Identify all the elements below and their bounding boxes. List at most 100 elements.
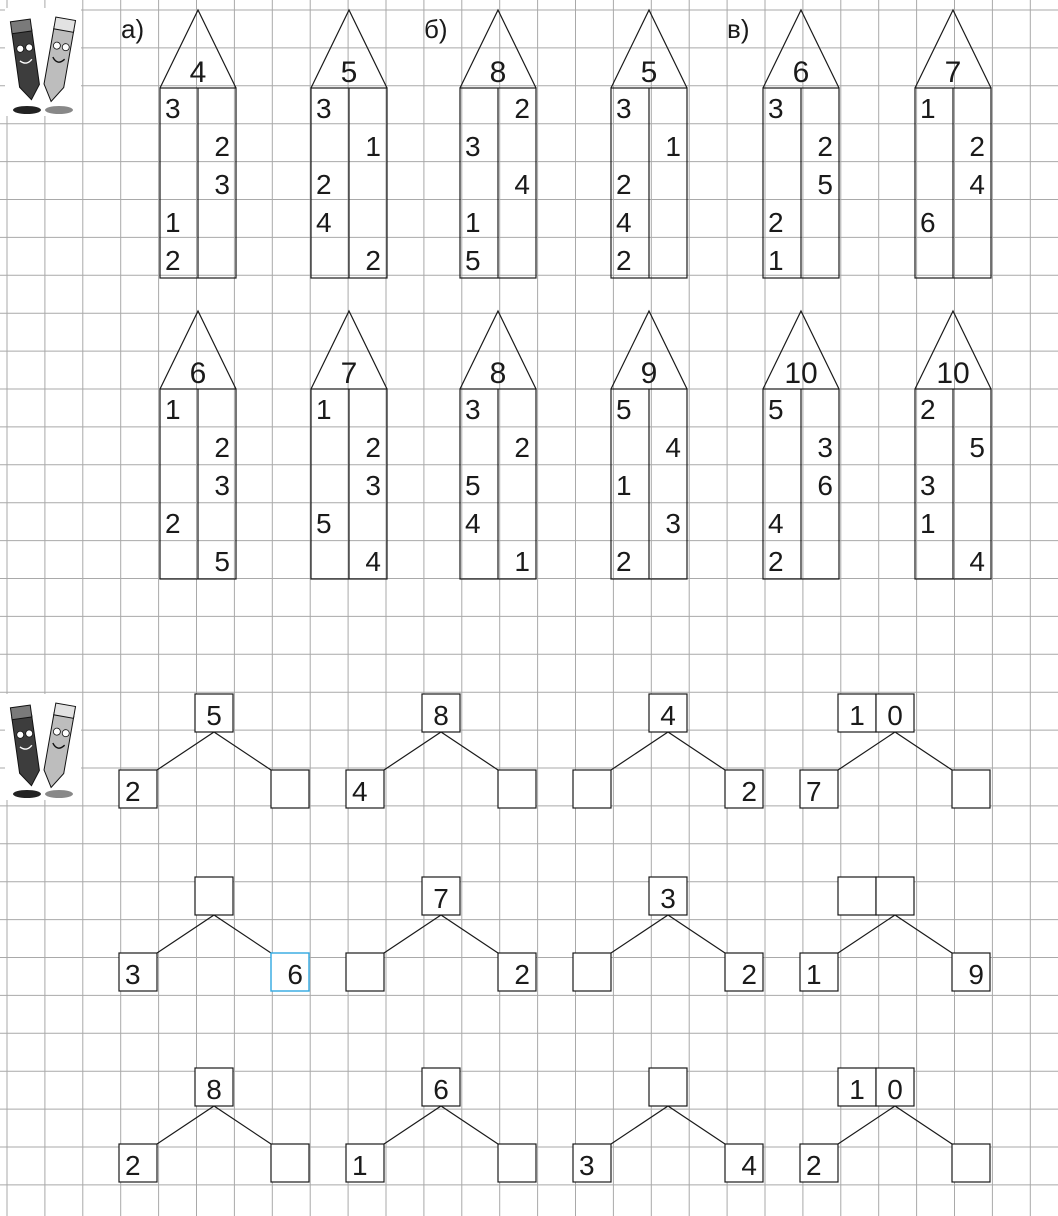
house-cell-right[interactable]: 5 [969,432,985,463]
house-roof-number: 10 [784,357,817,390]
bond-whole-value: 4 [660,700,676,731]
house-cell-right[interactable]: 5 [214,546,230,577]
bond-lines [157,915,271,953]
house-cell-right[interactable]: 2 [214,432,230,463]
house-roof-number: 4 [190,56,207,89]
house-cell-left[interactable]: 2 [165,508,181,539]
bond-whole-box[interactable] [876,877,914,915]
bond-right-value: 2 [741,959,757,990]
house-cell-left[interactable]: 1 [920,93,936,124]
number-bond: 72 [346,877,536,991]
bond-lines [838,915,952,953]
house-roof-number: 8 [490,56,507,89]
bond-whole-value: 6 [433,1074,449,1105]
house-cell-left[interactable]: 4 [616,207,632,238]
house-cell-left[interactable]: 3 [465,394,481,425]
house-cell-left[interactable]: 2 [616,169,632,200]
house-cell-left[interactable]: 4 [768,508,784,539]
bond-lines [838,1106,952,1144]
house-cell-right[interactable]: 5 [817,169,833,200]
house-cell-left[interactable]: 1 [920,508,936,539]
house-cell-right[interactable]: 4 [969,546,985,577]
bond-right-box[interactable] [498,770,536,808]
bond-right-box[interactable] [952,770,990,808]
house-cell-left[interactable]: 1 [165,394,181,425]
house-cell-left[interactable]: 5 [465,245,481,276]
bond-whole-box[interactable] [195,877,233,915]
house-cell-left[interactable]: 2 [616,245,632,276]
house-cell-right[interactable]: 3 [214,470,230,501]
bond-right-box[interactable] [271,770,309,808]
house-cell-left[interactable]: 2 [616,546,632,577]
house-cell-left[interactable]: 2 [316,169,332,200]
bond-whole-value: 0 [887,1074,903,1105]
house-cell-right[interactable]: 4 [514,169,530,200]
bond-lines [838,732,952,770]
house-cell-right[interactable]: 3 [817,432,833,463]
house-cell-right[interactable]: 3 [214,169,230,200]
bond-left-value: 3 [125,959,141,990]
house-cell-right[interactable]: 2 [365,245,381,276]
bond-whole-box[interactable] [649,1068,687,1106]
number-bond: 42 [573,694,763,808]
house-cell-right[interactable]: 2 [365,432,381,463]
house-roof-number: 7 [341,357,358,390]
house-cell-right[interactable]: 2 [817,131,833,162]
bond-right-box[interactable] [271,1144,309,1182]
house-cell-right[interactable]: 2 [969,131,985,162]
house-roof-number: 6 [793,56,810,89]
bond-left-value: 1 [806,959,822,990]
bond-whole-box[interactable] [838,877,876,915]
house-cell-left[interactable]: 3 [616,93,632,124]
house-cell-left[interactable]: 2 [768,546,784,577]
house-cell-left[interactable]: 4 [316,207,332,238]
house-cell-right[interactable]: 3 [665,508,681,539]
bond-left-value: 3 [579,1150,595,1181]
house-cell-right[interactable]: 4 [665,432,681,463]
bond-lines [384,915,498,953]
house-cell-left[interactable]: 2 [920,394,936,425]
house-cell-left[interactable]: 1 [768,245,784,276]
house-cell-left[interactable]: 5 [316,508,332,539]
bond-right-box[interactable] [952,1144,990,1182]
bond-right-box[interactable] [498,1144,536,1182]
number-bond: 52 [119,694,309,808]
house-cell-right[interactable]: 6 [817,470,833,501]
bond-left-box[interactable] [573,953,611,991]
house-cell-left[interactable]: 2 [165,245,181,276]
pencils-mascot-icon [5,8,81,116]
house-cell-left[interactable]: 6 [920,207,936,238]
bond-lines [611,732,725,770]
house-cell-right[interactable]: 2 [214,131,230,162]
house-cell-left[interactable]: 1 [165,207,181,238]
house-cell-left[interactable]: 1 [616,470,632,501]
house-cell-left[interactable]: 4 [465,508,481,539]
house-cell-left[interactable]: 3 [465,131,481,162]
number-bond: 82 [119,1068,309,1182]
house-cell-left[interactable]: 1 [316,394,332,425]
bond-right-value: 9 [968,959,984,990]
house-cell-right[interactable]: 1 [514,546,530,577]
house-cell-left[interactable]: 3 [165,93,181,124]
house-cell-right[interactable]: 2 [514,432,530,463]
house-cell-left[interactable]: 5 [768,394,784,425]
house-cell-right[interactable]: 3 [365,470,381,501]
house-cell-right[interactable]: 2 [514,93,530,124]
house-cell-right[interactable]: 1 [365,131,381,162]
house-cell-left[interactable]: 3 [768,93,784,124]
bond-whole-value: 0 [887,700,903,731]
number-bond: 61 [346,1068,536,1182]
bond-left-box[interactable] [346,953,384,991]
house-cell-left[interactable]: 5 [465,470,481,501]
house-cell-left[interactable]: 3 [316,93,332,124]
house-cell-left[interactable]: 5 [616,394,632,425]
house-cell-left[interactable]: 3 [920,470,936,501]
house-cell-right[interactable]: 1 [665,131,681,162]
bond-left-box[interactable] [573,770,611,808]
house-roof-number: 10 [936,357,969,390]
house-cell-left[interactable]: 1 [465,207,481,238]
house-cell-right[interactable]: 4 [969,169,985,200]
house-cell-left[interactable]: 2 [768,207,784,238]
house-cell-right[interactable]: 4 [365,546,381,577]
